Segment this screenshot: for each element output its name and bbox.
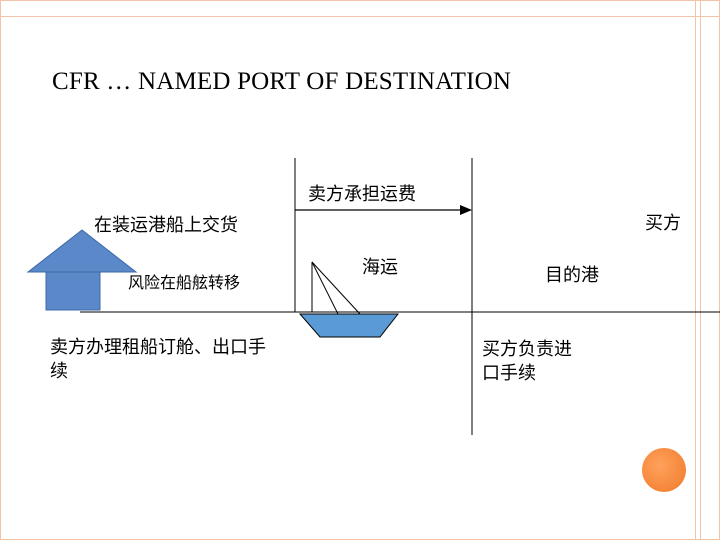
label-seller-duties: 卖方办理租船订舱、出口手续: [50, 337, 266, 383]
label-buyer: 买方: [645, 213, 681, 234]
label-sea-transport: 海运: [362, 257, 398, 278]
slide-title: CFR … NAMED PORT OF DESTINATION: [52, 68, 512, 95]
label-risk-transfer: 风险在船舷转移: [128, 273, 241, 292]
frame-top-line: [0, 16, 720, 17]
label-seller-freight: 卖方承担运费: [308, 184, 416, 205]
frame-right-line: [695, 0, 696, 540]
label-destination-port: 目的港: [545, 265, 599, 286]
ship-mast-line-1: [311, 261, 339, 315]
label-buyer-duties: 买方负责进口手续: [482, 339, 572, 385]
freight-arrow-head: [460, 205, 472, 215]
frame-right-line-2: [700, 0, 701, 540]
ship-hull: [298, 313, 400, 338]
ship-mast-line-2: [311, 261, 361, 315]
label-deliver-on-board: 在装运港船上交货: [94, 215, 238, 236]
accent-circle: [642, 448, 686, 492]
house-body: [45, 271, 101, 311]
